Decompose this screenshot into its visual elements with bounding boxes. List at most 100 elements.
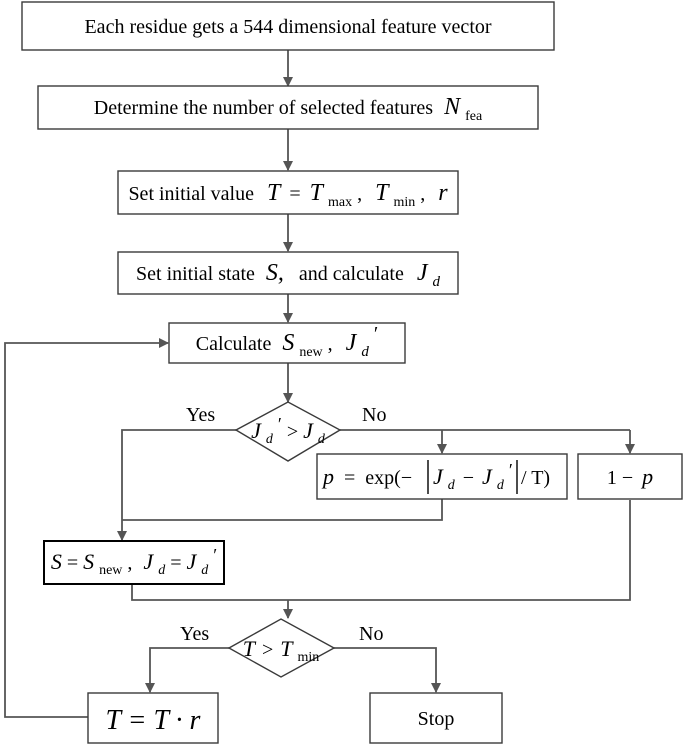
- node-oneminus-box: [577, 453, 683, 500]
- node-init-state: Set initial state S, and calculate J d: [117, 251, 459, 295]
- dec1-prime: ′: [278, 414, 282, 434]
- node-nfea: Determine the number of selected feature…: [37, 85, 539, 130]
- update-s: S: [51, 549, 62, 574]
- init-state-s: S,: [266, 260, 284, 286]
- dec1-jsub2: d: [318, 432, 326, 447]
- node-cool-box: [87, 692, 219, 744]
- calc-prime: ′: [374, 323, 378, 345]
- node-init-state-box: [117, 251, 459, 295]
- update-prime: ′: [213, 545, 217, 565]
- init-value-text: Set initial value: [128, 183, 254, 205]
- update-eq: =: [67, 552, 78, 574]
- node-calc-label: Calculate S new , J d ′: [196, 323, 378, 361]
- node-calc-box: [168, 322, 406, 364]
- init-state-jsub: d: [432, 274, 440, 290]
- calc-j: J: [346, 330, 358, 356]
- path-no2-to-stop: [334, 647, 441, 693]
- node-init-value-box: [117, 170, 459, 215]
- init-value-tmax-t: T: [310, 180, 325, 206]
- init-state-j: J: [417, 260, 429, 286]
- node-stop: Stop: [369, 692, 503, 744]
- prob-j2: J: [482, 464, 493, 489]
- prob-prime: ′: [509, 460, 513, 480]
- nfea-text: Determine the number of selected feature…: [94, 97, 434, 119]
- update-snew: S: [83, 549, 94, 574]
- oneminus-text: 1 −: [607, 467, 633, 489]
- prob-minus: −: [463, 467, 474, 489]
- update-eq2: =: [170, 552, 181, 574]
- node-oneminus-label: 1 − p: [607, 464, 653, 489]
- update-jsub: d: [158, 563, 166, 578]
- init-value-t: T: [267, 180, 282, 206]
- node-stop-box: [369, 692, 503, 744]
- node-start-box: [21, 1, 555, 51]
- decision-1: J d ′ > J d: [234, 401, 342, 462]
- node-init-value: Set initial value T = T max , T min , r: [117, 170, 459, 215]
- init-value-tmin-t: T: [375, 180, 390, 206]
- node-nfea-box: [37, 85, 539, 130]
- dec1-j2: J: [303, 418, 314, 443]
- node-cool-label: T = T · r: [106, 705, 201, 736]
- path-loop-back: [4, 338, 169, 718]
- prob-jsub2: d: [497, 478, 505, 493]
- dec2-tmin-sub: min: [298, 650, 320, 665]
- node-start-label: Each residue gets a 544 dimensional feat…: [84, 16, 491, 38]
- node-calc: Calculate S new , J d ′: [168, 322, 406, 364]
- node-stop-label: Stop: [418, 708, 455, 730]
- node-prob-box: [316, 453, 568, 500]
- label-yes-1: Yes: [186, 404, 215, 426]
- prob-exp: exp(−: [365, 467, 412, 489]
- prob-j: J: [433, 464, 444, 489]
- nfea-sub: fea: [465, 109, 483, 124]
- decision-1-label: J d ′ > J d: [251, 413, 326, 448]
- node-prob-left: p = exp(−: [321, 464, 412, 489]
- label-no-2: No: [359, 623, 383, 645]
- node-update-box: [43, 540, 225, 585]
- update-snew-sub: new: [99, 563, 123, 578]
- init-value-sep2: ,: [420, 183, 425, 205]
- calc-text: Calculate: [196, 333, 272, 355]
- dec2-t: T: [243, 636, 257, 661]
- decision-2-diamond: [227, 618, 336, 678]
- node-update: S = S new , J d = J d ′: [43, 540, 225, 585]
- dec1-op: >: [287, 421, 298, 443]
- init-value-r: r: [438, 180, 448, 206]
- prob-p: p: [321, 464, 334, 489]
- prob-jsub: d: [448, 478, 456, 493]
- node-prob-mid: J d − J d ′: [433, 460, 513, 494]
- init-state-and: and calculate: [299, 263, 404, 285]
- connectors: [4, 50, 635, 718]
- node-oneminus: 1 − p: [577, 453, 683, 500]
- dec2-op: >: [262, 639, 273, 661]
- prob-eq: =: [344, 467, 355, 489]
- label-yes-2: Yes: [180, 623, 209, 645]
- calc-s: S: [282, 330, 294, 356]
- init-value-eq: =: [289, 183, 300, 205]
- update-j: J: [143, 549, 154, 574]
- node-prob-right: / T): [521, 467, 550, 489]
- path-yes2-to-cool: [145, 647, 229, 693]
- dec1-jsub: d: [266, 432, 274, 447]
- node-init-value-label: Set initial value T = T max , T min , r: [128, 180, 448, 211]
- node-init-state-label: Set initial state S, and calculate J d: [136, 260, 440, 290]
- node-start: Each residue gets a 544 dimensional feat…: [21, 1, 555, 51]
- update-jsub2: d: [201, 563, 209, 578]
- node-nfea-label: Determine the number of selected feature…: [94, 94, 483, 124]
- init-value-tmax-sub: max: [328, 195, 352, 210]
- oneminus-p: p: [640, 464, 653, 489]
- update-sep: ,: [127, 552, 132, 574]
- node-cool: T = T · r: [87, 692, 219, 744]
- nfea-var: N: [443, 94, 462, 120]
- path-merge: [131, 500, 631, 601]
- label-no-1: No: [362, 404, 386, 426]
- decision-2: T > T min: [227, 618, 336, 678]
- dec2-t2: T: [280, 636, 294, 661]
- init-state-text: Set initial state: [136, 263, 255, 285]
- decision-2-label: T > T min: [243, 636, 320, 665]
- node-prob: p = exp(− J d − J d ′ / T): [316, 453, 568, 500]
- update-j2: J: [186, 549, 197, 574]
- path-yes1-to-update: [117, 429, 236, 541]
- calc-jsub: d: [361, 344, 369, 360]
- init-value-tmin-sub: min: [393, 195, 415, 210]
